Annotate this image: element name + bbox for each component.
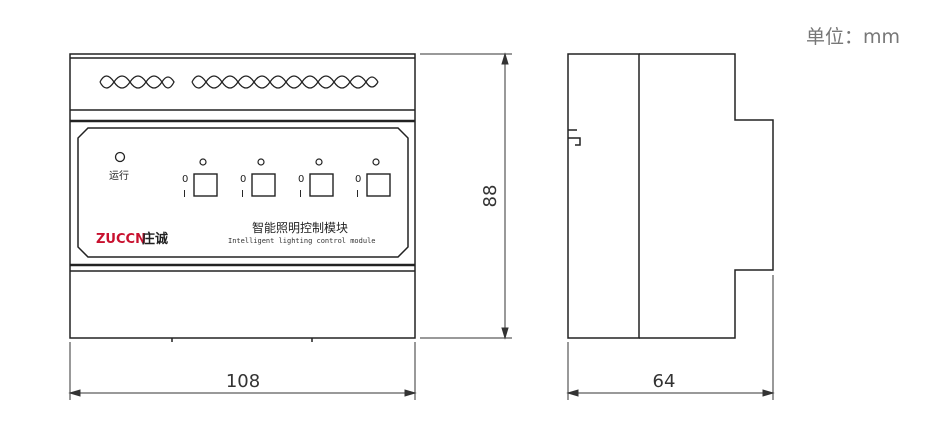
switch-3: 0 I xyxy=(298,158,334,200)
switch-1-on-label: I xyxy=(183,189,186,200)
switch-2-off-label: 0 xyxy=(240,174,246,185)
side-view xyxy=(567,53,774,339)
switch-1-button xyxy=(193,173,218,197)
switch-2-led xyxy=(257,158,265,166)
switch-4-on-label: I xyxy=(356,189,359,200)
product-title-en: Intelligent lighting control module xyxy=(228,237,376,245)
side-front-part xyxy=(567,53,640,339)
switch-3-on-label: I xyxy=(299,189,302,200)
dimension-width-label: 108 xyxy=(226,371,260,392)
side-back-part xyxy=(639,53,774,339)
switch-4-led xyxy=(372,158,380,166)
switch-2-button xyxy=(251,173,276,197)
run-indicator-led xyxy=(114,151,126,163)
switch-4: 0 I xyxy=(355,158,391,200)
switch-2: 0 I xyxy=(240,158,276,200)
switch-2-on-label: I xyxy=(241,189,244,200)
brand-logo-latin: ZUCCN xyxy=(96,232,146,247)
brand-logo-cn: 庄诚 xyxy=(142,231,168,247)
unit-label: 单位：mm xyxy=(806,26,900,48)
front-panel xyxy=(77,127,409,258)
dimension-height-label: 88 xyxy=(480,185,501,208)
terminal-block-right xyxy=(191,75,379,89)
switch-1: 0 I xyxy=(182,158,218,200)
switch-3-button xyxy=(309,173,334,197)
switch-3-off-label: 0 xyxy=(298,174,304,185)
run-label: 运行 xyxy=(109,169,129,182)
switch-4-button xyxy=(366,173,391,197)
front-outline xyxy=(69,53,416,339)
switch-1-off-label: 0 xyxy=(182,174,188,185)
switch-1-led xyxy=(199,158,207,166)
terminal-block-left xyxy=(99,75,175,89)
front-view xyxy=(69,53,416,342)
switch-4-off-label: 0 xyxy=(355,174,361,185)
product-title-cn: 智能照明控制模块 xyxy=(252,220,348,235)
switch-3-led xyxy=(315,158,323,166)
dimension-lines xyxy=(68,52,775,400)
dimension-depth-label: 64 xyxy=(653,371,676,392)
